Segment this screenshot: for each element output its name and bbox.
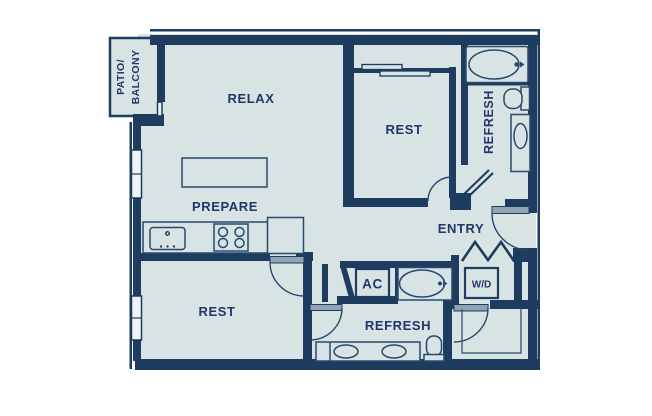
washer-dryer-box xyxy=(463,266,500,300)
room-labels: PATIO/ BALCONY RELAX REST REFRESH PREPAR… xyxy=(115,50,496,333)
label-rest-bottom: REST xyxy=(198,304,235,319)
bath1-fixtures xyxy=(465,45,531,173)
wall-tub2-west xyxy=(395,268,399,298)
wall-bath1-west xyxy=(461,45,468,165)
label-patio-line2: BALCONY xyxy=(130,50,142,105)
wall-ac-north xyxy=(340,261,455,268)
label-relax: RELAX xyxy=(227,91,274,106)
burner xyxy=(234,226,245,238)
wall-bottom xyxy=(135,359,538,368)
patio-balcony xyxy=(108,36,161,118)
wall-bedroom1-south xyxy=(343,198,428,207)
wall-closet-north-east xyxy=(490,300,538,309)
wd-bifold-doors xyxy=(460,239,516,263)
wall-ac-angled xyxy=(340,266,355,298)
hall-fixtures xyxy=(354,266,500,301)
wall-wd-east xyxy=(514,258,522,305)
wall-tub1-lip xyxy=(466,82,528,86)
wall-closet-west xyxy=(443,300,452,360)
ac-unit-box xyxy=(354,267,391,299)
wall-kitchen-south xyxy=(140,253,270,261)
wall-left-b xyxy=(133,198,141,296)
label-ac: AC xyxy=(362,277,383,292)
wall-ac-south xyxy=(337,296,398,304)
bath1-door-leaf xyxy=(461,169,490,197)
kitchen-fixtures xyxy=(142,216,305,255)
bathtub-2-faucet xyxy=(443,280,448,287)
bathtub-1-faucet xyxy=(520,61,525,68)
wall-corridor-stub xyxy=(322,264,328,302)
wall-hinge-block xyxy=(450,193,471,210)
bedroom2-door-leaf xyxy=(269,256,305,264)
bathtub-1-basin xyxy=(468,49,520,80)
label-entry: ENTRY xyxy=(438,221,485,236)
doors xyxy=(269,169,530,343)
sink-faucet xyxy=(164,230,171,237)
wall-left-c xyxy=(133,340,141,361)
coffee-table xyxy=(181,157,268,188)
closet-door-arc xyxy=(453,307,489,343)
vanity-2-sink-left xyxy=(333,344,359,359)
wall-step xyxy=(133,114,164,126)
bathtub-1-drain xyxy=(514,62,519,67)
label-wd: W/D xyxy=(472,280,491,291)
burner xyxy=(234,237,245,249)
sliding-door-panel-2 xyxy=(379,70,431,77)
wall-left-a xyxy=(133,126,141,150)
sliding-door-panel-1 xyxy=(361,63,403,71)
toilet-1-bowl xyxy=(503,88,523,110)
label-patio-line1: PATIO/ xyxy=(115,59,127,95)
burner xyxy=(217,237,229,249)
entry-door-leaf xyxy=(491,206,530,214)
bath2-door-arc xyxy=(309,307,343,341)
label-rest-top: REST xyxy=(385,122,422,137)
outer-wall-outline xyxy=(129,29,540,370)
vanity-2 xyxy=(315,341,421,362)
wall-beside-patio xyxy=(157,38,165,102)
bath2-door-leaf xyxy=(309,304,343,311)
bedroom1-closet xyxy=(354,63,450,77)
toilet-2-tank xyxy=(423,353,445,362)
wall-wd-west xyxy=(451,255,459,305)
bath1-door-leaf-2 xyxy=(465,172,494,200)
kitchen-sink xyxy=(149,226,186,251)
burner xyxy=(217,226,229,238)
patio-door xyxy=(156,101,163,117)
vanity-2-sink-right xyxy=(381,344,407,359)
wall-living-divider xyxy=(343,38,354,207)
label-refresh-bottom: REFRESH xyxy=(365,318,431,333)
bathtub-2-drain xyxy=(438,281,442,286)
vanity-1-sink xyxy=(513,122,528,150)
toilet-2-bowl xyxy=(425,335,443,357)
label-refresh-top: REFRESH xyxy=(482,90,496,154)
closet-door-leaf xyxy=(453,304,489,312)
wall-bedroom1-east xyxy=(449,67,456,198)
bedroom1-door-arc xyxy=(427,176,453,202)
label-prepare: PREPARE xyxy=(192,199,258,214)
refrigerator xyxy=(266,216,305,255)
wall-right-upper xyxy=(528,35,537,213)
windows xyxy=(130,101,163,341)
bath2-fixtures xyxy=(315,309,522,362)
wall-bedroom2-east xyxy=(303,253,312,360)
walkin-closet-shelf xyxy=(461,309,522,354)
entry-door-arc xyxy=(491,212,530,251)
bedroom2-door-arc xyxy=(269,261,305,297)
